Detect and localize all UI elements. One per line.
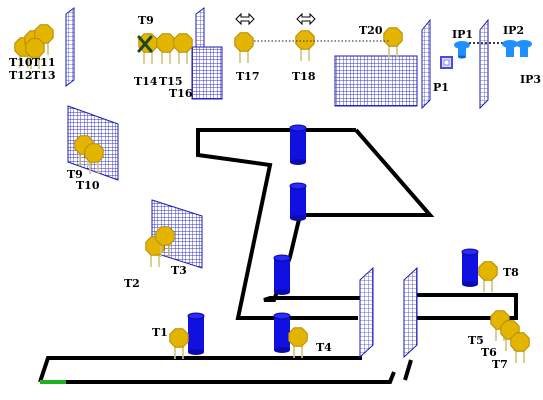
label-ip3: IP3 (520, 73, 541, 86)
double-arrow-icon (296, 12, 316, 26)
barrel (289, 124, 307, 165)
label-t1: T1 (152, 326, 168, 339)
walls (65, 7, 489, 359)
barrel (273, 312, 291, 353)
wall (421, 18, 431, 110)
target (295, 30, 315, 61)
label-t17: T16 (169, 87, 193, 100)
label-t15: T14 (134, 75, 158, 88)
label-t12: T11 (32, 56, 56, 69)
label-t7: T7 (492, 358, 508, 371)
target (288, 327, 308, 358)
label-t16: T15 (159, 75, 183, 88)
pin-icon (516, 40, 532, 57)
label-t18: T17 (236, 70, 260, 83)
label-t10: T10 (76, 179, 100, 192)
target (234, 32, 254, 63)
pin-icon (502, 40, 518, 57)
label-t19: T18 (292, 70, 316, 83)
label-ip2: IP2 (503, 24, 524, 37)
target (383, 27, 403, 58)
label-t11: T10 (9, 56, 33, 69)
wall (65, 7, 75, 87)
label-t3: T3 (171, 264, 187, 277)
label-t9-lower: T9 (67, 168, 83, 181)
x-mark-icon (137, 35, 153, 53)
wall (191, 46, 223, 100)
wall (151, 199, 203, 269)
barrels (187, 124, 479, 355)
target (169, 328, 189, 359)
targets (14, 24, 530, 363)
target (478, 261, 498, 292)
label-ip1: IP1 (452, 28, 473, 41)
label-t8: T8 (503, 266, 519, 279)
wall (403, 266, 418, 359)
barrel (273, 254, 291, 295)
barrel (187, 312, 205, 355)
label-t20: T20 (359, 24, 383, 37)
target (84, 143, 104, 174)
target (155, 226, 175, 257)
label-t6: T6 (481, 346, 497, 359)
label-t13: T12 (9, 69, 33, 82)
label-t4: T4 (316, 341, 332, 354)
label-t9: T9 (138, 14, 154, 27)
barrel (289, 182, 307, 221)
label-t2: T2 (124, 277, 140, 290)
label-t5: T5 (468, 334, 484, 347)
target (510, 332, 530, 363)
target (25, 38, 45, 69)
label-t14: T13 (32, 69, 56, 82)
wall (359, 266, 374, 359)
double-arrow-icon (235, 12, 255, 26)
target (173, 33, 193, 64)
label-p1: P1 (433, 81, 449, 94)
target (156, 33, 176, 64)
labels: T10 T11 T12 T13 T9 T14 T15 T16 T17 T18 T… (9, 14, 541, 371)
barrel (461, 248, 479, 287)
pin-icon (454, 41, 470, 59)
wall (334, 55, 418, 107)
wall (479, 18, 489, 110)
